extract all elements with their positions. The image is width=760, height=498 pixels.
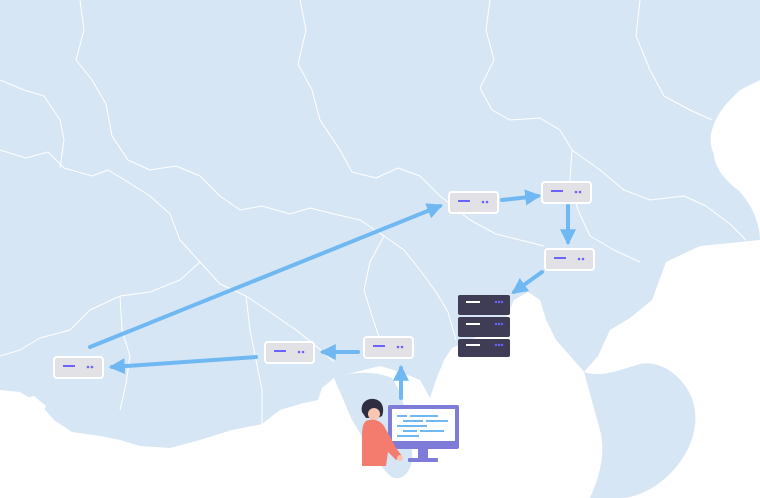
- person-icon: [361, 398, 403, 466]
- server-unit: [458, 317, 510, 337]
- router-d: [448, 191, 499, 214]
- server-unit: [458, 295, 510, 315]
- router-icon: [544, 248, 595, 271]
- arrow-router-f-to-server: [511, 270, 544, 294]
- north-bay: [710, 80, 760, 186]
- route-arrows: [88, 189, 576, 400]
- border-line: [635, 0, 713, 121]
- arrow-router-c-to-d: [88, 203, 443, 349]
- router-c: [53, 356, 104, 379]
- router-e: [541, 181, 592, 204]
- border-line: [479, 0, 573, 181]
- router-icon: [448, 191, 499, 214]
- router-icon: [363, 336, 414, 359]
- border-line: [245, 295, 263, 424]
- border-line: [75, 0, 201, 177]
- border-line: [0, 149, 201, 263]
- arrow-router-b-to-c: [108, 355, 258, 375]
- border-line: [363, 235, 385, 341]
- bay-south: [230, 378, 400, 498]
- border-line: [0, 261, 201, 357]
- border-line: [571, 149, 747, 241]
- mainland: [0, 0, 760, 470]
- router-b: [264, 341, 315, 364]
- router-icon: [53, 356, 104, 379]
- border-line: [403, 249, 457, 341]
- peninsula-east: [584, 363, 696, 498]
- router-f: [544, 248, 595, 271]
- border-line: [199, 261, 335, 363]
- person-at-computer-icon: [361, 398, 459, 466]
- border-line: [297, 0, 441, 197]
- border-line: [199, 175, 405, 251]
- arrow-router-d-to-e: [500, 189, 542, 206]
- lake-west: [14, 396, 46, 418]
- router-icon: [264, 341, 315, 364]
- server-unit: [458, 339, 510, 357]
- border-line: [119, 295, 131, 411]
- monitor-icon: [388, 405, 459, 462]
- server-rack-icon: [458, 295, 510, 357]
- router-icon: [541, 181, 592, 204]
- router-a: [363, 336, 414, 359]
- border-line: [0, 79, 65, 169]
